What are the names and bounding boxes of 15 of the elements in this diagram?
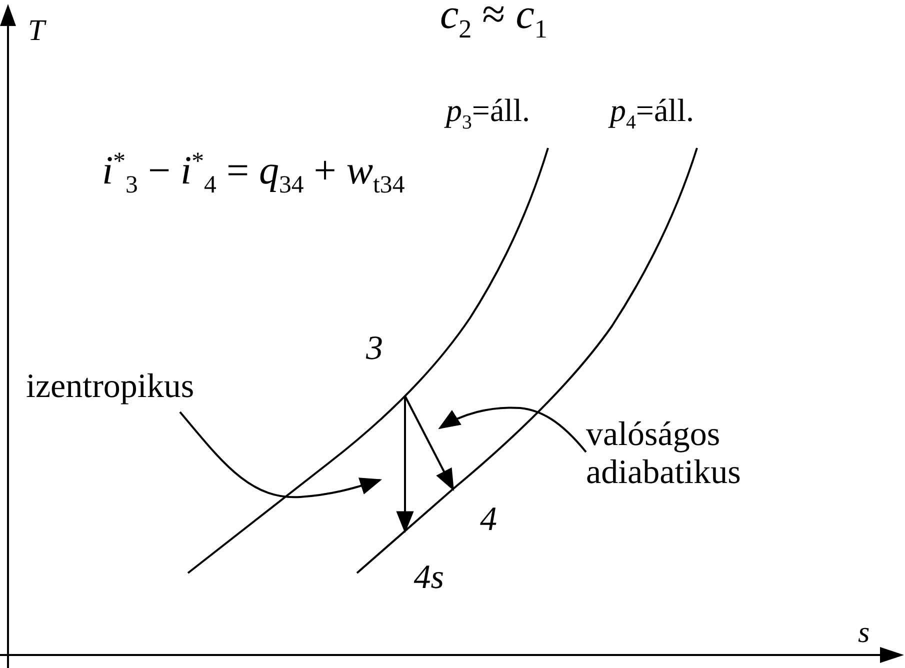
state-point-label: 3 <box>366 330 383 368</box>
state-point-label: 4 <box>480 500 497 539</box>
equation: c$_{2}$ ≈ c$_{1}$ <box>440 0 548 42</box>
leader-arrow <box>438 406 587 453</box>
process-label: valóságos adiabatikus <box>586 416 742 492</box>
curve-label: p$_{3}$=áll. <box>446 94 530 134</box>
axis-label: s <box>858 618 870 648</box>
leader-arrow <box>179 411 382 498</box>
process-label: izentropikus <box>26 368 194 406</box>
process-arrow <box>404 396 454 491</box>
state-point-label: 4s <box>414 558 444 597</box>
equation: i$^{*}$$_{3}$ − i$^{*}$$_{4}$ = q$_{34}$ + w$_{t34}$ <box>102 150 405 198</box>
curve-label: p$_{4}$=áll. <box>610 94 694 134</box>
process-arrow <box>396 396 414 534</box>
axis-label: T <box>28 16 45 46</box>
